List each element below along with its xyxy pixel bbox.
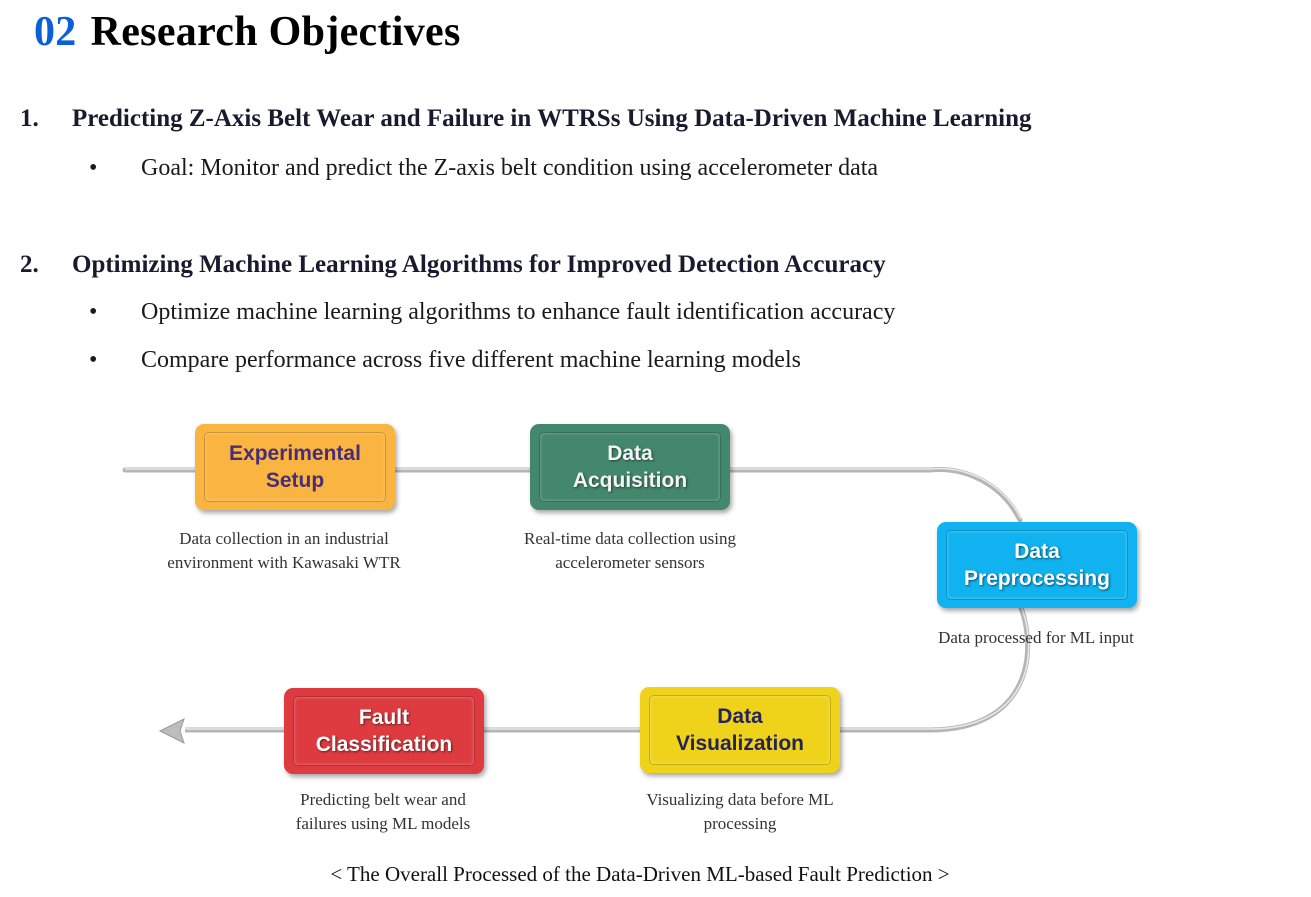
flow-line-top-highlight	[125, 467, 1022, 520]
step-data-preprocessing: Data Preprocessing	[937, 522, 1137, 608]
step-caption-data-preprocessing: Data processed for ML input	[938, 628, 1134, 647]
step-caption-fault-classification: Predicting belt wear and failures using …	[295, 790, 471, 833]
step-label: Data Preprocessing	[964, 540, 1110, 590]
figure-caption: < The Overall Processed of the Data-Driv…	[330, 862, 950, 886]
step-fault-classification: Fault Classification	[284, 688, 484, 774]
objective-1-text: Predicting Z-Axis Belt Wear and Failure …	[72, 105, 1032, 132]
objective-1-number: 1.	[20, 105, 39, 132]
objective-2-text: Optimizing Machine Learning Algorithms f…	[72, 251, 886, 278]
step-caption-data-visualization: Visualizing data before ML processing	[646, 790, 834, 833]
flow-line-right-highlight	[185, 600, 1030, 730]
flow-line-top	[122, 467, 1023, 523]
flow-line-right	[185, 598, 1031, 733]
step-caption-data-acquisition: Real-time data collection using accelero…	[524, 529, 736, 572]
bullet-dot: •	[89, 299, 98, 325]
section-number: 02	[34, 9, 77, 55]
bullet-text: Compare performance across five differen…	[141, 347, 801, 373]
bullet-dot: •	[89, 347, 98, 373]
step-caption-experimental-setup: Data collection in an industrial environ…	[167, 529, 401, 572]
objective-2-bullet-2: • Compare performance across five differe…	[89, 347, 801, 374]
flow-arrow-head	[158, 718, 185, 744]
step-label: Experimental Setup	[229, 442, 361, 492]
bullet-text: Goal: Monitor and predict the Z-axis bel…	[141, 155, 879, 181]
step-label: Data Visualization	[676, 705, 804, 755]
bullet-dot: •	[89, 155, 98, 181]
step-data-visualization: Data Visualization	[640, 687, 840, 773]
objective-1-heading: 1. Predicting Z-Axis Belt Wear and Failur…	[20, 105, 1032, 133]
step-label: Fault Classification	[315, 706, 453, 756]
section-title: Research Objectives	[90, 9, 461, 55]
objective-2-bullet-1: • Optimize machine learning algorithms to…	[89, 299, 896, 326]
objective-2-number: 2.	[20, 251, 39, 278]
step-experimental-setup: Experimental Setup	[195, 424, 395, 510]
bullet-text: Optimize machine learning algorithms to …	[141, 299, 896, 325]
page-title: 02 Research Objectives	[34, 8, 461, 56]
objective-2-heading: 2. Optimizing Machine Learning Algorithms…	[20, 251, 886, 279]
step-label: Data Acquisition	[572, 442, 688, 492]
step-data-acquisition: Data Acquisition	[530, 424, 730, 510]
objective-1-bullet-1: • Goal: Monitor and predict the Z-axis be…	[89, 155, 879, 182]
